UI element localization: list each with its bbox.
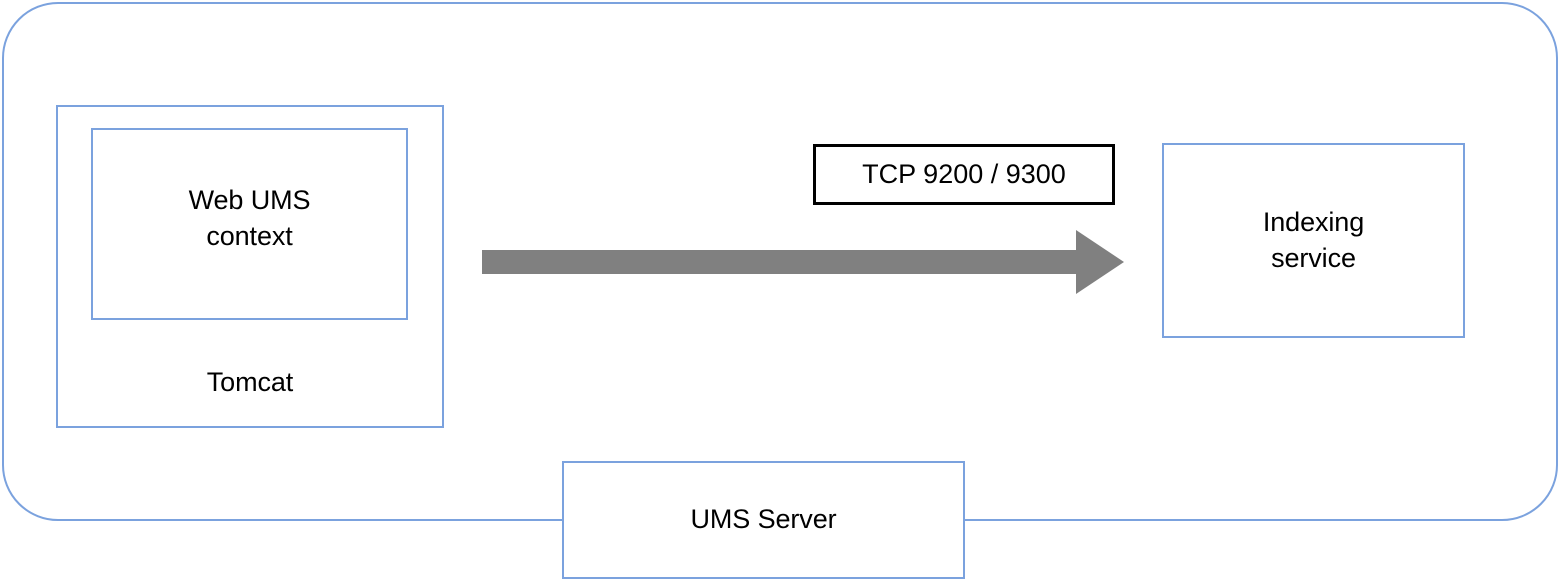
- node-web-ums-context[interactable]: Web UMS context: [91, 128, 408, 320]
- node-label-ums-server: UMS Server: [690, 504, 837, 535]
- node-tomcat[interactable]: Web UMS context Tomcat: [56, 105, 444, 428]
- protocol-label-text: TCP 9200 / 9300: [862, 159, 1066, 189]
- node-label-tomcat: Tomcat: [206, 367, 294, 397]
- connector-arrow-tomcat-to-indexing: [480, 228, 1126, 296]
- node-indexing-service[interactable]: Indexing service: [1162, 143, 1465, 338]
- node-label-indexing-service: Indexing service: [1262, 206, 1365, 273]
- protocol-label-box[interactable]: TCP 9200 / 9300: [813, 144, 1115, 205]
- arrow-right-icon: [482, 230, 1124, 294]
- node-label-web-ums-context: Web UMS context: [188, 185, 311, 251]
- node-ums-server[interactable]: UMS Server: [562, 461, 965, 579]
